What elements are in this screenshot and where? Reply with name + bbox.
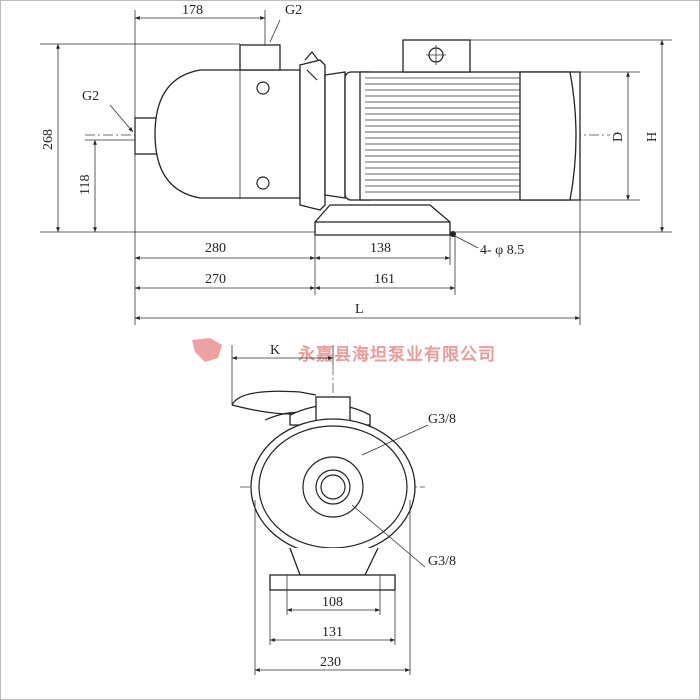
dim-138: 138 (370, 241, 391, 256)
dim-178: 178 (182, 3, 203, 18)
bolt-hole-spec: 4- φ 8.5 (480, 243, 524, 258)
dim-108: 108 (322, 595, 343, 610)
company-watermark: 永嘉县海坦泵业有限公司 (192, 338, 496, 365)
terminal-box (402, 39, 471, 73)
dim-K: K (270, 343, 280, 358)
outlet-port-end (315, 396, 351, 423)
base (314, 204, 451, 236)
dim-230: 230 (320, 655, 341, 670)
dim-131: 131 (322, 625, 343, 640)
inlet-flange (302, 456, 364, 518)
end-view: K G3/8 G3/8 108 131 230 (231, 343, 456, 675)
dim-H: H (645, 132, 660, 142)
dim-118: 118 (78, 175, 93, 195)
side-view: 178 G2 G2 268 118 D H 280 138 270 161 L … (40, 3, 672, 325)
pump-casing-end (250, 418, 416, 556)
dim-L: L (355, 302, 364, 317)
dim-280: 280 (205, 241, 226, 256)
pump-body (154, 69, 301, 199)
dim-D: D (611, 132, 626, 142)
inlet-label: G2 (82, 89, 99, 104)
port-top-label: G3/8 (428, 412, 456, 427)
outlet-port (239, 44, 281, 71)
outlet-label: G2 (285, 3, 302, 18)
watermark-company: 永嘉县海坦泵业有限公司 (297, 344, 496, 365)
dim-268: 268 (41, 129, 56, 150)
end-base (269, 574, 396, 591)
company-logo-icon (192, 338, 222, 362)
port-bottom-label: G3/8 (428, 554, 456, 569)
dim-161: 161 (374, 272, 395, 287)
dim-270: 270 (205, 272, 226, 287)
